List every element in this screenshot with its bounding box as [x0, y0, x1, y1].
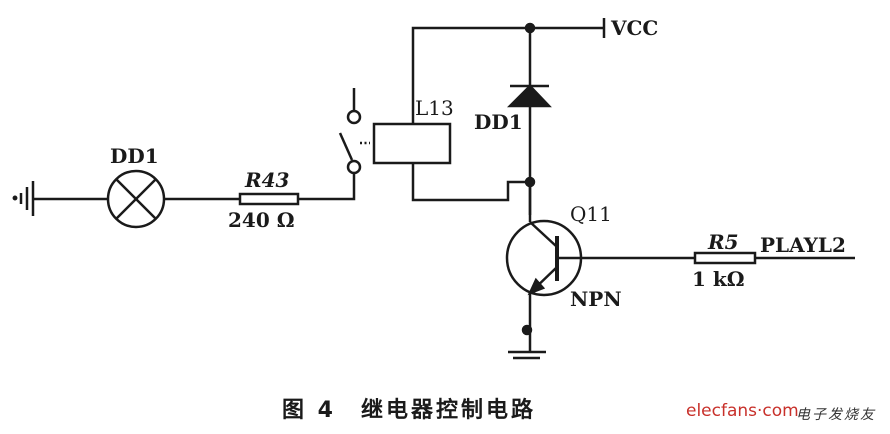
diode-label: DD1: [474, 110, 523, 134]
wire: [298, 173, 356, 201]
r43-value: 240 Ω: [228, 208, 295, 232]
r5-name: R5: [708, 230, 739, 254]
lamp-label: DD1: [110, 144, 159, 168]
wire: [411, 163, 530, 202]
r43-name: R43: [245, 168, 290, 192]
resistor-r5: [693, 251, 757, 265]
lamp-dd1: [106, 169, 166, 229]
transistor-type-label: NPN: [570, 287, 622, 311]
transistor-q11: [500, 182, 583, 305]
wire: [411, 26, 604, 124]
ground-symbol-bottom: [508, 350, 546, 360]
relay-coil-l13: [372, 122, 452, 165]
transistor-label: Q11: [570, 202, 612, 226]
figure-caption: 图 4 继电器控制电路: [282, 398, 536, 423]
relay-switch: [338, 88, 370, 175]
r5-value: 1 kΩ: [692, 267, 745, 291]
vcc-label: VCC: [611, 16, 659, 40]
watermark-name: 电子发烧友: [796, 407, 876, 423]
relay-label: L13: [415, 96, 454, 120]
input-signal-label: PLAYL2: [760, 233, 846, 257]
ground-symbol-left: [12, 181, 35, 216]
diode-dd1: [506, 84, 552, 108]
resistor-r43: [238, 192, 300, 206]
watermark-site: elecfans·com: [686, 401, 799, 421]
junction-dot: [521, 324, 533, 336]
